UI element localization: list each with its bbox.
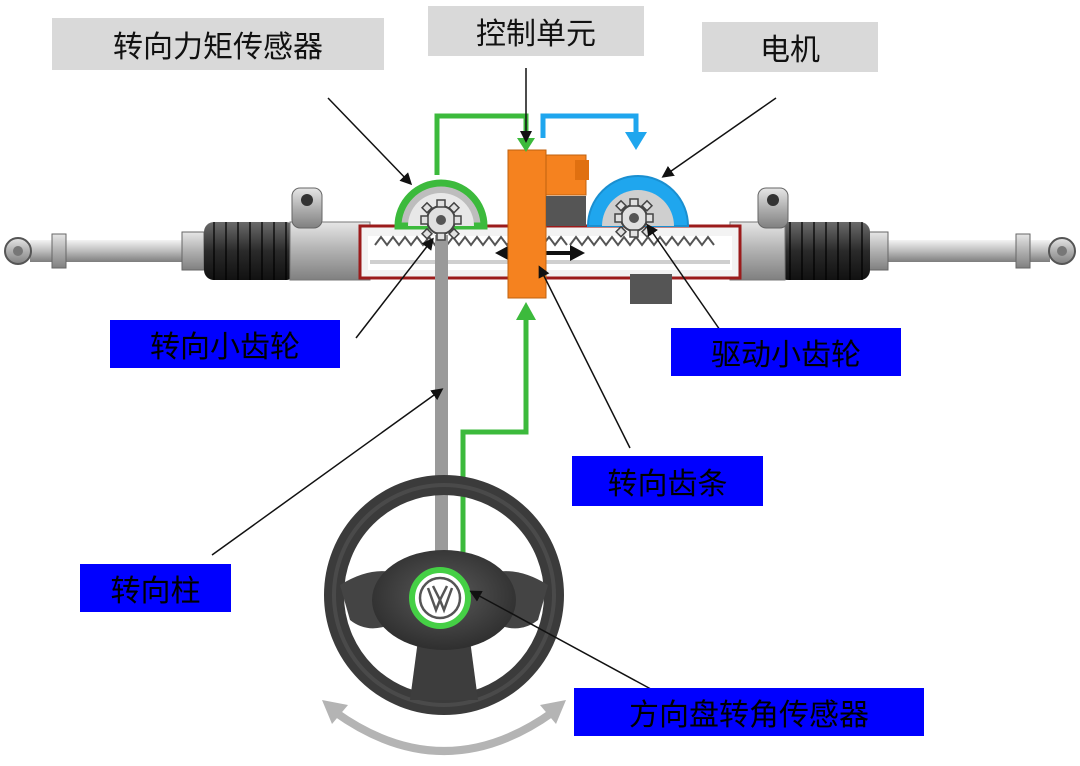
motor-command-arrowhead — [625, 132, 647, 150]
rack-housing — [358, 224, 742, 280]
left-bellows-boot — [204, 222, 296, 280]
angle-signal-arrowhead — [516, 302, 536, 320]
rotation-arrow — [322, 700, 566, 755]
label-steering-pinion: 转向小齿轮 — [110, 320, 340, 368]
left-mount — [289, 187, 371, 281]
steering-pinion-gear — [420, 199, 462, 241]
leader-lines — [211, 68, 777, 695]
label-torque-sensor: 转向力矩传感器 — [52, 18, 384, 70]
left-tie-rod — [4, 231, 205, 271]
right-tie-rod — [865, 231, 1076, 271]
label-drive-pinion: 驱动小齿轮 — [671, 328, 901, 376]
drive-pinion-gear — [614, 198, 654, 238]
label-steering-rack: 转向齿条 — [572, 456, 763, 506]
steering-column — [435, 235, 448, 575]
right-bellows-boot — [778, 222, 870, 280]
label-control-unit: 控制单元 — [428, 6, 644, 56]
vw-logo — [409, 567, 471, 629]
control-unit — [507, 149, 672, 304]
label-steering-column: 转向柱 — [80, 564, 231, 612]
label-steering-angle-sensor: 方向盘转角传感器 — [574, 688, 924, 736]
motor-command-line — [540, 113, 639, 138]
label-motor: 电机 — [702, 22, 878, 72]
angle-signal-line — [460, 318, 529, 575]
